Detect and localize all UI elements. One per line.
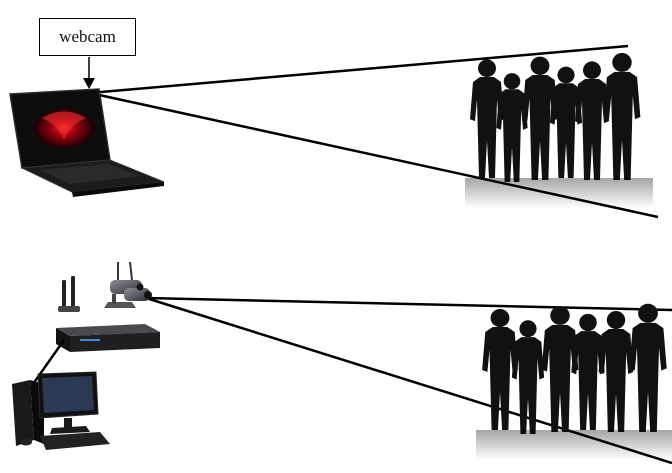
webcam-label: webcam [39, 18, 136, 56]
desktop-computer-icon [12, 372, 110, 450]
dvr-recorder-icon [56, 324, 160, 352]
webcam-arrow-head [83, 78, 95, 89]
cctv-view-line-upper [146, 298, 672, 310]
top-crowd-silhouette [465, 53, 653, 208]
antenna-icon [58, 276, 80, 312]
bottom-crowd-silhouette [476, 304, 672, 460]
cctv-camera-icon [104, 262, 152, 308]
webcam-label-text: webcam [59, 27, 116, 47]
